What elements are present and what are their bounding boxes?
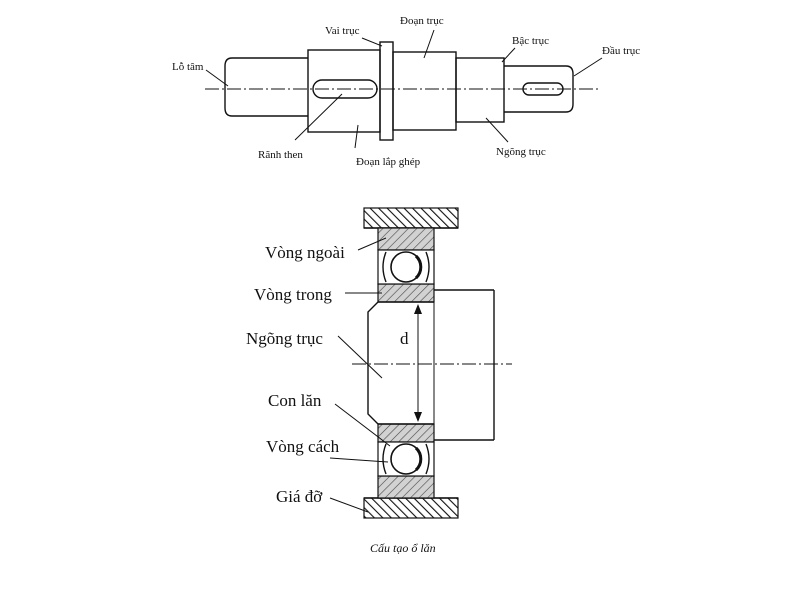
bearing-journal: d <box>352 289 512 441</box>
outer-ring-lower <box>377 475 435 499</box>
bearing-caption: Cấu tạo ổ lăn <box>370 541 436 555</box>
inner-ring-upper <box>377 283 435 303</box>
label-inner-ring: Vòng trong <box>254 285 332 304</box>
label-shaft-end: Đầu trục <box>602 45 640 57</box>
shaft-main-section <box>392 51 457 131</box>
bearing-drawing: d Vòng ngoài Vòng trong Ngõng trục Con l… <box>246 207 512 555</box>
shaft-fitting-section <box>307 49 381 133</box>
label-shoulder: Vai trục <box>325 25 360 37</box>
shaft-drawing: Lỗ tâm Vai trục Đoạn trục Bậc trục Đầu t… <box>172 15 640 168</box>
label-shaft-journal: Ngõng trục <box>496 146 546 158</box>
label-rolling-element: Con lăn <box>268 391 322 410</box>
outer-ring-upper <box>377 227 435 251</box>
label-diameter: d <box>400 329 409 348</box>
label-shaft-section: Đoạn trục <box>400 15 444 27</box>
label-key-groove: Rãnh then <box>258 149 303 161</box>
label-fitting-section: Đoạn lắp ghép <box>356 156 421 168</box>
bearing-lower <box>377 423 435 499</box>
support-base <box>363 497 459 519</box>
label-cage: Vòng cách <box>266 437 340 456</box>
label-support: Giá đỡ <box>276 487 323 506</box>
label-bearing-journal: Ngõng trục <box>246 329 323 348</box>
label-outer-ring: Vòng ngoài <box>265 243 345 262</box>
label-center-hole: Lỗ tâm <box>172 61 204 73</box>
bearing-leaders <box>329 237 391 513</box>
shaft-shoulder-collar <box>379 41 394 141</box>
shaft-journal-section <box>455 57 505 123</box>
inner-ring-lower <box>377 423 435 443</box>
shaft-leaders <box>205 29 603 149</box>
shaft-left-end <box>224 57 308 117</box>
label-shaft-step: Bậc trục <box>512 35 549 47</box>
housing-top <box>363 207 459 229</box>
bearing-upper <box>377 227 435 303</box>
shaft-right-end <box>504 65 574 113</box>
